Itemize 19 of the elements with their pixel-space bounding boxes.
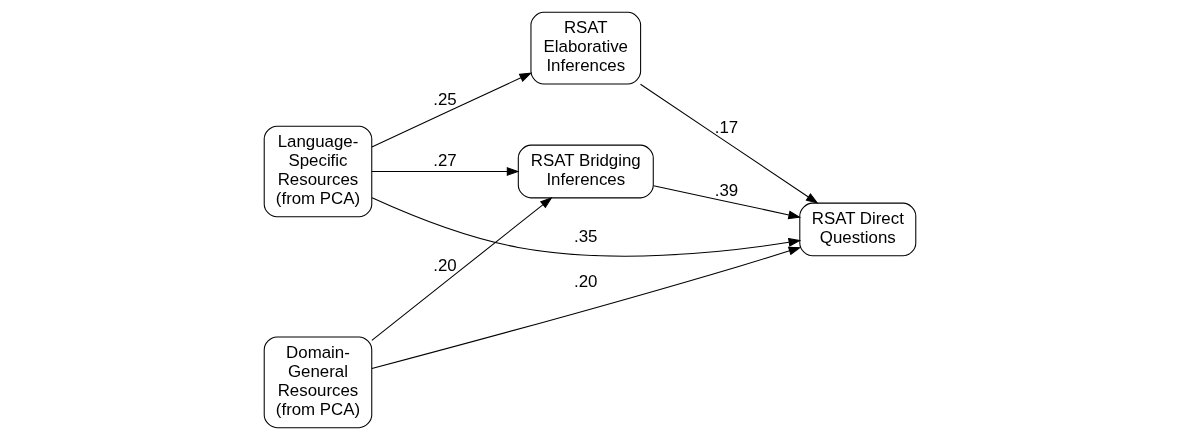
edge-label: .20 (573, 272, 597, 292)
edge-label: .27 (432, 151, 457, 171)
node-box: RSAT Bridging Inferences (517, 144, 654, 199)
arrow (639, 83, 818, 204)
arrow (652, 185, 801, 220)
node-box: Domain- General Resources (from PCA) (263, 336, 372, 429)
edge-label: .39 (714, 180, 738, 200)
node-box: Language- Specific Resources (from PCA) (263, 125, 372, 218)
node-box: RSAT Direct Questions (798, 202, 916, 257)
arrow (370, 167, 519, 176)
arrow (370, 197, 553, 341)
arrow (371, 197, 801, 257)
edge-label: .17 (714, 118, 738, 138)
arrow (370, 246, 801, 369)
arrow (370, 72, 532, 148)
node-box: RSAT Elaborative Inferences (529, 11, 641, 85)
edge-label: .25 (432, 89, 457, 109)
edge-label: .35 (573, 226, 597, 246)
edge-label: .20 (432, 256, 457, 276)
